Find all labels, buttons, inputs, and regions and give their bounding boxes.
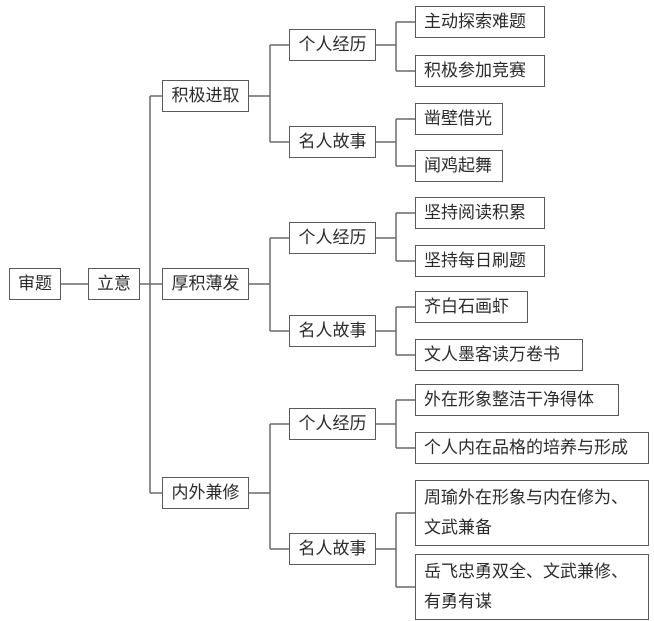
leaf-label: 闻鸡起舞 <box>424 156 492 176</box>
leaf-label: 文人墨客读万卷书 <box>424 345 560 365</box>
leaf-node[interactable]: 齐白石画虾 <box>415 291 528 323</box>
leaf-label: 齐白石画虾 <box>424 297 509 317</box>
branch-node[interactable]: 积极进取 <box>162 80 249 112</box>
leaf-label: 主动探索难题 <box>424 12 526 32</box>
group-label: 名人故事 <box>298 321 367 341</box>
leaf-label: 积极参加竞赛 <box>424 61 526 81</box>
group-label: 个人经历 <box>298 35 367 55</box>
branch-node[interactable]: 厚积薄发 <box>162 268 249 300</box>
level1-node[interactable]: 立意 <box>88 268 140 300</box>
branch-label: 积极进取 <box>171 86 240 106</box>
leaf-label: 个人内在品格的培养与形成 <box>424 438 628 458</box>
root-node-label: 审题 <box>18 274 52 294</box>
leaf-label: 凿壁借光 <box>424 109 492 129</box>
group-node[interactable]: 个人经历 <box>289 222 376 254</box>
level1-node-label: 立意 <box>97 274 131 294</box>
leaf-node[interactable]: 外在形象整洁干净得体 <box>415 384 619 416</box>
leaf-node[interactable]: 文人墨客读万卷书 <box>415 339 583 371</box>
group-node[interactable]: 名人故事 <box>289 533 376 565</box>
leaf-node[interactable]: 凿壁借光 <box>415 103 503 135</box>
leaf-node[interactable]: 周瑜外在形象与内在修为、文武兼备 <box>415 480 649 546</box>
group-node[interactable]: 名人故事 <box>289 315 376 347</box>
group-label: 个人经历 <box>298 228 367 248</box>
group-node[interactable]: 名人故事 <box>289 126 376 158</box>
leaf-node[interactable]: 闻鸡起舞 <box>415 150 503 182</box>
leaf-node[interactable]: 积极参加竞赛 <box>415 55 545 87</box>
leaf-label: 坚持阅读积累 <box>424 203 526 223</box>
root-node[interactable]: 审题 <box>9 268 61 300</box>
group-label: 名人故事 <box>298 539 367 559</box>
group-node[interactable]: 个人经历 <box>289 29 376 61</box>
leaf-node[interactable]: 坚持每日刷题 <box>415 245 545 277</box>
group-label: 名人故事 <box>298 132 367 152</box>
leaf-node[interactable]: 坚持阅读积累 <box>415 197 545 229</box>
leaf-label: 岳飞忠勇双全、文武兼修、有勇有谋 <box>424 562 628 612</box>
leaf-label: 外在形象整洁干净得体 <box>424 390 594 410</box>
group-node[interactable]: 个人经历 <box>289 408 376 440</box>
branch-node[interactable]: 内外兼修 <box>162 477 249 509</box>
leaf-node[interactable]: 个人内在品格的培养与形成 <box>415 432 649 464</box>
group-label: 个人经历 <box>298 414 367 434</box>
leaf-node[interactable]: 主动探索难题 <box>415 6 545 38</box>
leaf-node[interactable]: 岳飞忠勇双全、文武兼修、有勇有谋 <box>415 554 649 620</box>
leaf-label: 坚持每日刷题 <box>424 251 526 271</box>
branch-label: 厚积薄发 <box>171 274 240 294</box>
leaf-label: 周瑜外在形象与内在修为、文武兼备 <box>424 488 628 538</box>
branch-label: 内外兼修 <box>171 483 240 503</box>
